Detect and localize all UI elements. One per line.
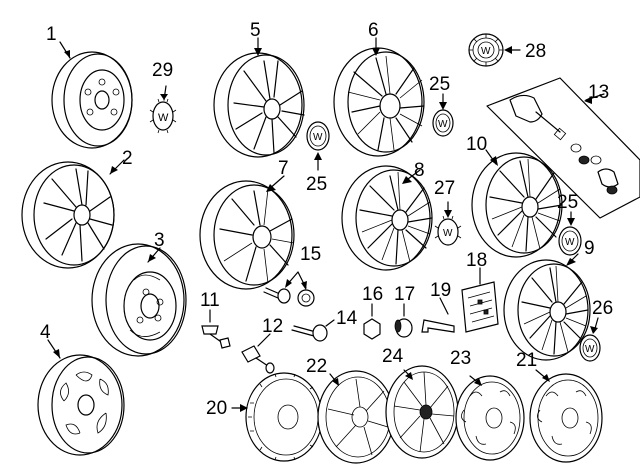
- svg-text:W: W: [158, 112, 169, 124]
- emblem-icon: W: [432, 109, 454, 137]
- callout-29: 29: [152, 60, 173, 81]
- removal-tool-icon: [421, 297, 455, 333]
- emblem-icon: W: [558, 226, 582, 256]
- callout-24: 24: [382, 346, 404, 367]
- alloy-wheel-icon: [21, 161, 115, 269]
- alloy-wheel-icon: [471, 152, 563, 258]
- valve-stem-icon: [241, 333, 275, 374]
- callout-20: 20: [206, 398, 227, 419]
- callout-10: 10: [466, 134, 487, 155]
- callout-9: 9: [584, 238, 595, 259]
- callout-25-c: 25: [557, 192, 578, 213]
- callout-11: 11: [200, 290, 220, 311]
- steel-wheel-icon: [37, 354, 125, 456]
- lug-bolt-icon: [263, 287, 315, 307]
- emblem-icon: W: [468, 33, 504, 67]
- callout-15: 15: [300, 244, 321, 265]
- callout-22: 22: [306, 356, 327, 377]
- callout-18: 18: [466, 250, 487, 271]
- wheel-cover-icon: [245, 372, 323, 462]
- wheel-cover-icon: [317, 370, 395, 464]
- alloy-wheel-icon: [333, 47, 425, 157]
- callout-16: 16: [362, 284, 383, 305]
- alloy-wheel-icon: [213, 52, 305, 158]
- center-cap-icon: W: [434, 215, 462, 246]
- emblem-icon: W: [579, 334, 601, 362]
- center-cap-icon: W: [149, 98, 177, 134]
- lug-nut-cap-icon: [363, 303, 381, 340]
- wheel-cover-icon: [455, 375, 525, 461]
- callout-27: 27: [434, 178, 455, 199]
- callout-8: 8: [414, 160, 425, 181]
- svg-text:W: W: [438, 119, 448, 130]
- callout-14: 14: [336, 308, 358, 329]
- callout-25-a: 25: [429, 74, 450, 95]
- emblem-icon: W: [306, 121, 330, 151]
- callout-26: 26: [592, 298, 613, 319]
- alloy-wheel-icon: [503, 259, 591, 361]
- callout-1: 1: [46, 24, 57, 45]
- callout-17: 17: [394, 284, 415, 305]
- callout-13: 13: [588, 82, 609, 103]
- callout-7: 7: [278, 158, 289, 179]
- callout-5: 5: [250, 20, 261, 41]
- svg-text:W: W: [585, 344, 595, 355]
- callout-19: 19: [430, 280, 451, 301]
- tire-pressure-sensor-icon: [486, 77, 640, 219]
- svg-text:W: W: [565, 237, 575, 248]
- callout-6: 6: [368, 20, 379, 41]
- callout-12: 12: [262, 316, 283, 337]
- lug-bolt-icon: [201, 309, 231, 349]
- callout-23: 23: [450, 348, 471, 369]
- wheel-lock-kit-icon: [461, 267, 499, 333]
- steel-wheel-icon: [91, 243, 187, 357]
- callout-3: 3: [154, 230, 165, 251]
- svg-text:W: W: [481, 46, 491, 57]
- wheel-cover-icon: [529, 373, 603, 463]
- lug-nut-cap-icon: [394, 303, 413, 338]
- svg-text:W: W: [443, 228, 453, 239]
- callout-2: 2: [122, 148, 133, 169]
- callout-25-b: 25: [306, 174, 327, 195]
- alloy-wheel-icon: [341, 165, 433, 271]
- callout-28: 28: [525, 41, 546, 62]
- callout-21: 21: [516, 350, 537, 371]
- lug-bolt-icon: [291, 319, 335, 342]
- callout-4: 4: [40, 322, 51, 343]
- steel-wheel-icon: [51, 51, 133, 149]
- wheel-cover-icon: [385, 365, 459, 459]
- alloy-wheel-icon: [199, 180, 295, 290]
- svg-text:W: W: [313, 132, 323, 143]
